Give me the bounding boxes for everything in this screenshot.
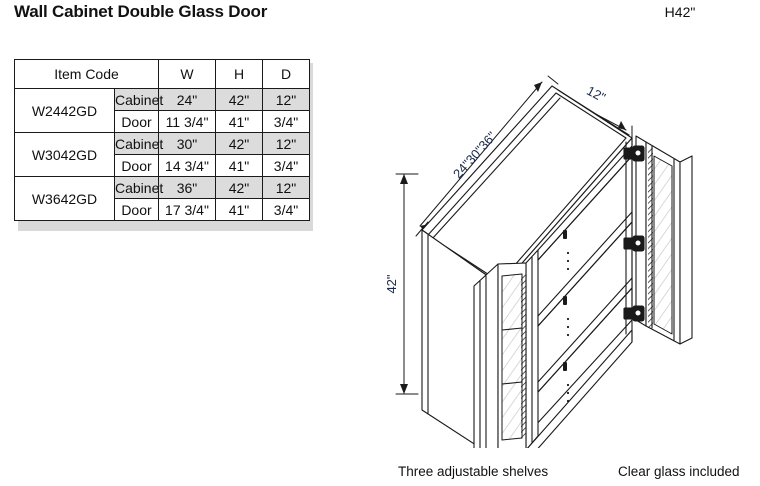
header-item-code: Item Code — [14, 59, 159, 89]
table-header-row: Item Code W H D — [14, 59, 310, 89]
table-row: W2442GD Cabinet 24" 42" 12" — [14, 88, 310, 133]
item-code-cell: W2442GD — [14, 88, 115, 133]
cabinet-right-stile — [625, 137, 633, 343]
cabinet-height: 42" — [215, 176, 263, 199]
cabinet-width: 24" — [158, 88, 216, 111]
header-width: W — [158, 59, 216, 89]
table-row: Door 17 3/4" 41" 3/4" — [15, 198, 310, 221]
cabinet-technical-drawing: 24"30"36" 12" 42" — [380, 58, 760, 448]
row-kind-cabinet: Cabinet — [114, 88, 163, 111]
cabinet-width: 30" — [158, 132, 216, 155]
right-glass-door-open — [635, 135, 693, 345]
item-code-cell: W3642GD — [14, 176, 115, 221]
caption-shelves: Three adjustable shelves — [398, 464, 549, 479]
caption-glass: Clear glass included — [618, 464, 740, 479]
door-height: 41" — [215, 198, 263, 221]
row-kind-door: Door — [114, 110, 159, 133]
cabinet-height: 42" — [215, 132, 263, 155]
cabinet-top-panel — [421, 85, 633, 287]
door-depth: 3/4" — [262, 198, 310, 221]
door-width: 11 3/4" — [158, 110, 216, 133]
table-row: Door 14 3/4" 41" 3/4" — [15, 154, 310, 177]
row-kind-door: Door — [114, 154, 159, 177]
cabinet-depth: 12" — [262, 88, 310, 111]
cabinet-height-tag: H42" — [664, 4, 696, 20]
door-width: 17 3/4" — [158, 198, 216, 221]
cabinet-depth: 12" — [262, 132, 310, 155]
door-height: 41" — [215, 154, 263, 177]
door-depth: 3/4" — [262, 154, 310, 177]
cabinet-height: 42" — [215, 88, 263, 111]
door-width: 14 3/4" — [158, 154, 216, 177]
row-kind-door: Door — [114, 198, 159, 221]
row-kind-cabinet: Cabinet — [114, 176, 163, 199]
table-row: W3642GD Cabinet 36" 42" 12" — [14, 176, 310, 221]
page-title: Wall Cabinet Double Glass Door — [14, 2, 268, 21]
cabinet-center-stile — [525, 249, 539, 448]
header-height: H — [215, 59, 263, 89]
cabinet-width: 36" — [158, 176, 216, 199]
dimension-height — [395, 173, 419, 395]
row-kind-cabinet: Cabinet — [114, 132, 163, 155]
item-code-cell: W3042GD — [14, 132, 115, 177]
dimension-label-height: 42" — [384, 274, 399, 293]
cabinet-depth: 12" — [262, 176, 310, 199]
table-row: Door 11 3/4" 41" 3/4" — [15, 110, 310, 133]
door-depth: 3/4" — [262, 110, 310, 133]
table-row: W3042GD Cabinet 30" 42" 12" — [14, 132, 310, 177]
dimensions-table: Item Code W H D W2442GD Cabinet 24" 42" … — [14, 59, 310, 221]
header-depth: D — [262, 59, 310, 89]
door-height: 41" — [215, 110, 263, 133]
left-glass-door — [473, 262, 527, 448]
shelf-pins — [563, 230, 570, 403]
dimension-label-depth: 12" — [584, 83, 608, 105]
spec-table-container: Item Code W H D W2442GD Cabinet 24" 42" … — [14, 59, 313, 231]
